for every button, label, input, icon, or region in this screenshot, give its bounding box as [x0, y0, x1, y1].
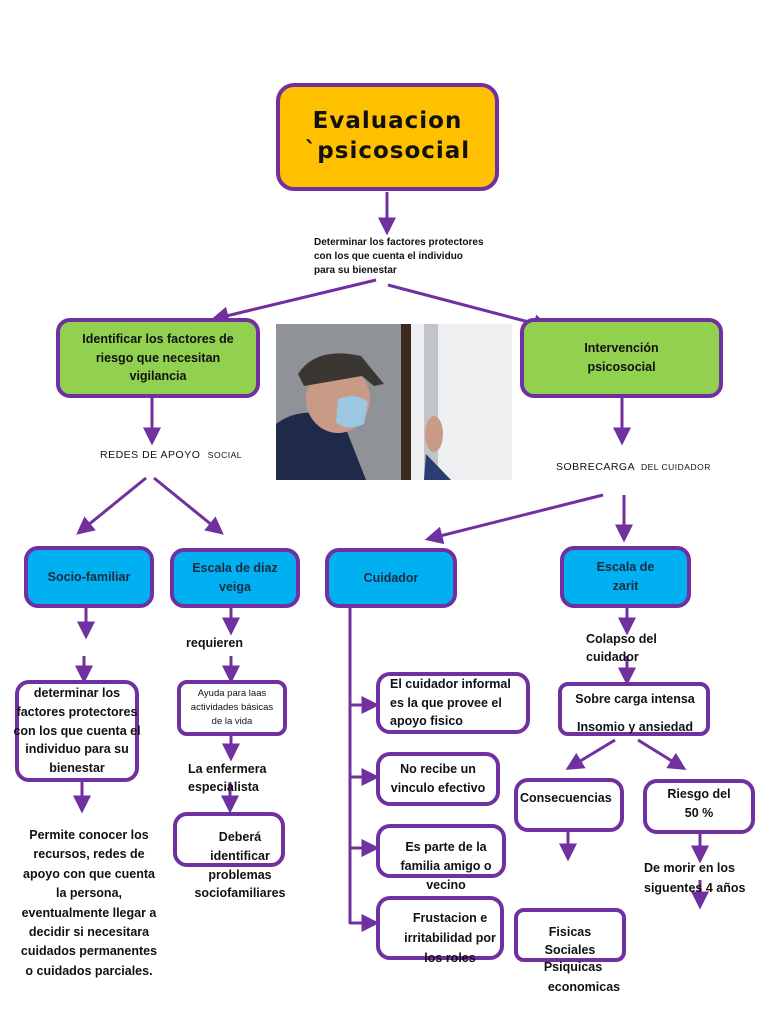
node-determinar-factores-label: determinar los factores protectores con …	[13, 686, 141, 776]
node-ayuda-actividades-label: Ayuda para laas actividades básicas de l…	[190, 688, 274, 727]
cuidador-item-4-label: Frustacion e irritabilidad por los roles	[404, 911, 496, 965]
cuidador-item-3-label: Es parte de la familia amigo o vecino	[400, 840, 492, 892]
label-colapso: Colapso del cuidador	[586, 632, 657, 665]
node-riesgo-label: Riesgo del 50 %	[667, 785, 730, 823]
label-sobrecarga: SOBRECARGA DEL CUIDADOR	[556, 460, 726, 475]
node-cuidador-label: Cuidador	[363, 570, 419, 585]
node-identificar-factores-label: Identificar los factores de riesgo que n…	[82, 331, 234, 384]
consecuencias-economicas: economicas	[547, 979, 621, 994]
cuidador-item-1-label: El cuidador informal es la que provee el…	[390, 676, 511, 729]
node-ayuda-actividades: Ayuda para laas actividades básicas de l…	[177, 680, 287, 736]
arrow-to-consecuencias	[565, 738, 616, 770]
label-enfermera: La enfermera especialista	[188, 762, 267, 795]
arrow-redes-to-diaz	[153, 476, 224, 535]
node-sobre-carga-line2: Insomio y ansiedad	[576, 720, 693, 734]
consecuencias-detail: Fisicas Sociales Psiquicas economicas	[514, 924, 626, 996]
node-socio-familiar-label: Socio-familiar	[47, 569, 131, 584]
consecuencias-fisicas: Fisicas	[548, 925, 592, 939]
node-cuidador-item-4	[376, 896, 504, 960]
label-sobrecarga-small: DEL CUIDADOR	[640, 462, 711, 472]
note-de-morir: De morir en los siguentes 4 años	[644, 861, 746, 895]
node-escala-diaz-veiga-label: Escala de diaz veiga	[192, 561, 278, 594]
cuidador-item-2-label: No recibe un vinculo efectivo	[390, 762, 486, 795]
label-redes-main: REDES DE APOYO	[100, 449, 201, 461]
node-escala-zarit-label: Escala de zarit	[597, 558, 655, 596]
root-title-line2: `psicosocial	[304, 138, 471, 164]
node-cuidador-item-1: El cuidador informal es la que provee el…	[376, 672, 530, 734]
node-debera-identificar-label: Deberá identificar problemas sociofamili…	[194, 830, 286, 901]
node-cuidador-item-3	[376, 824, 506, 878]
node-consecuencias: Consecuencias	[514, 778, 624, 832]
zarit-line2: zarit	[612, 579, 639, 593]
riesgo-line2: 50 %	[684, 805, 714, 820]
consecuencias-sociales: Sociales	[544, 942, 596, 957]
riesgo-line1: Riesgo del	[667, 786, 731, 801]
node-fisicas-sociales	[514, 908, 626, 962]
node-debera-identificar	[173, 812, 285, 867]
label-requieren: requieren	[186, 636, 243, 650]
root-node: Evaluacion `psicosocial	[276, 83, 499, 191]
node-intervencion: Intervención psicosocial	[520, 318, 723, 398]
arrow-redes-to-socio	[76, 476, 147, 535]
root-subtitle: Determinar los factores protectores con …	[314, 237, 484, 276]
label-redes-apoyo: REDES DE APOYO SOCIAL	[100, 448, 260, 463]
arrow-sobrecarga-to-cuidador	[424, 493, 604, 545]
label-redes-small: SOCIAL	[207, 450, 242, 460]
root-title-line1: Evaluacion	[312, 108, 463, 135]
node-riesgo: Riesgo del 50 %	[643, 779, 755, 834]
node-cuidador-item-2: No recibe un vinculo efectivo	[376, 752, 500, 806]
node-cuidador: Cuidador	[325, 548, 457, 608]
consecuencias-psiquicas: Psiquicas	[543, 960, 603, 974]
node-consecuencias-label: Consecuencias	[520, 790, 612, 805]
node-identificar-factores: Identificar los factores de riesgo que n…	[56, 318, 260, 398]
node-escala-diaz-veiga: Escala de diaz veiga	[170, 548, 300, 608]
node-intervencion-label: Intervención psicosocial	[584, 341, 659, 374]
node-escala-zarit: Escala de zarit	[560, 546, 691, 608]
zarit-line1: Escala de	[596, 560, 655, 575]
arrow-to-right-branch	[387, 283, 552, 333]
label-sobrecarga-main: SOBRECARGA	[556, 461, 635, 473]
node-sobre-carga	[558, 682, 710, 736]
note-permite-conocer: Permite conocer los recursos, redes de a…	[20, 828, 158, 978]
node-determinar-factores: determinar los factores protectores con …	[13, 680, 141, 782]
arrow-to-riesgo	[637, 738, 687, 770]
node-sobre-carga-line1: Sobre carga intensa	[575, 692, 695, 706]
photo-illustration	[276, 324, 512, 480]
elderly-man-with-mask-at-window-photo	[276, 324, 512, 480]
arrow-to-left-branch	[210, 278, 377, 325]
node-socio-familiar: Socio-familiar	[24, 546, 154, 608]
